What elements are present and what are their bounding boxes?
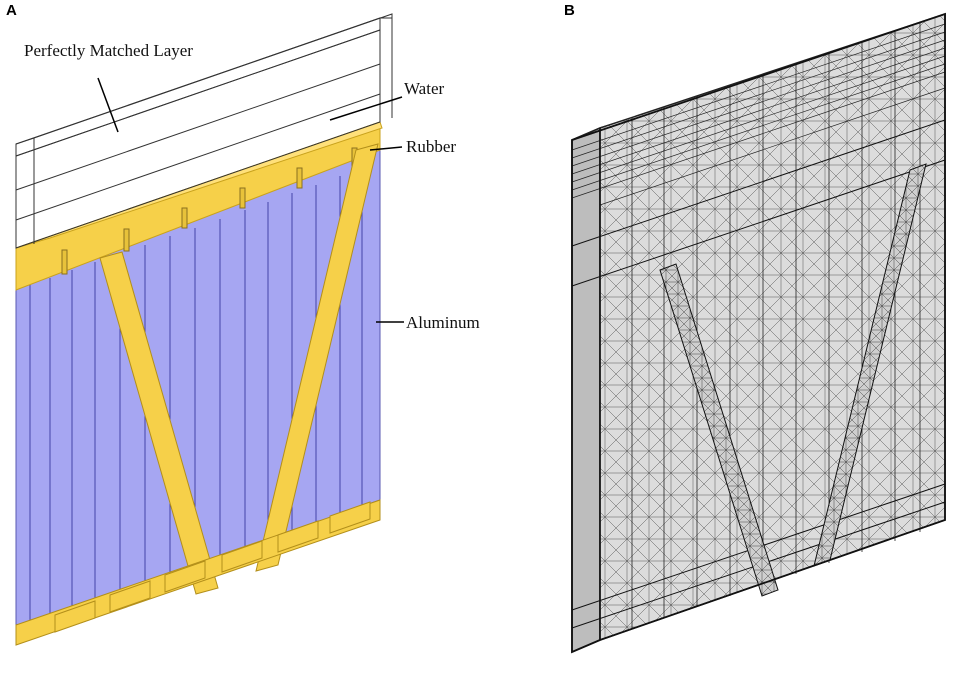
rubber-left-arm <box>99 251 219 595</box>
water-pml-wireframe <box>15 13 393 249</box>
mesh-vertical-lines <box>631 22 921 628</box>
panel-b-mesh <box>571 12 946 654</box>
panel-a-model: Perfectly Matched Layer Water Rubber Alu… <box>15 13 480 646</box>
label-perfectly-matched-layer: Perfectly Matched Layer <box>24 41 193 60</box>
mesh-outline <box>571 12 946 654</box>
mesh-front-face <box>599 12 946 642</box>
rubber-bottom-steps <box>54 501 371 633</box>
label-water: Water <box>404 79 444 98</box>
rubber-right-arm <box>255 143 379 572</box>
leader-lines <box>97 77 404 323</box>
panel-a-letter: A <box>6 2 17 19</box>
mesh-side-face <box>571 126 601 654</box>
panel-b-letter: B <box>564 2 575 19</box>
label-aluminum: Aluminum <box>406 313 480 332</box>
mesh-pml-layers <box>571 23 946 206</box>
label-rubber: Rubber <box>406 137 456 156</box>
